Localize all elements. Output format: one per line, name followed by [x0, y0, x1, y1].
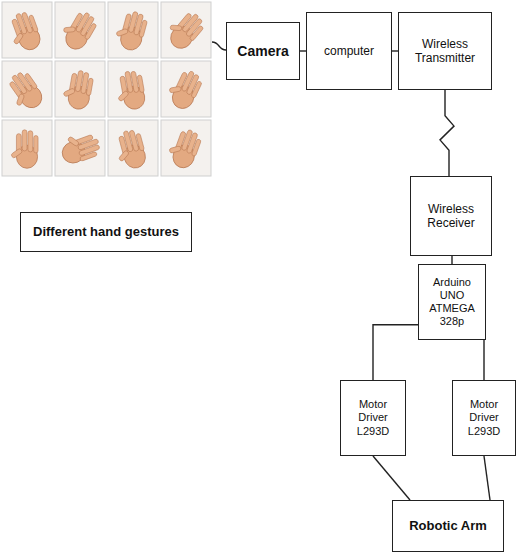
node-label: Motor Driver L293D — [457, 398, 511, 438]
receiver-box: Wireless Receiver — [410, 176, 492, 256]
text-holder: Different hand gestures — [33, 224, 179, 240]
connector — [484, 456, 490, 500]
connector — [373, 325, 418, 380]
caption-box: Different hand gestures — [20, 212, 192, 252]
node-label: Wireless Transmitter — [403, 37, 487, 66]
connector — [451, 256, 452, 264]
node-label: computer — [324, 44, 374, 58]
text-holder: Arduino UNO ATMEGA 328p — [423, 276, 481, 329]
transmitter-box: Wireless Transmitter — [398, 12, 492, 90]
node-label: Camera — [237, 43, 288, 60]
node-label: Motor Driver L293D — [345, 398, 401, 438]
text-holder: Motor Driver L293D — [457, 398, 511, 438]
arduino-box: Arduino UNO ATMEGA 328p — [418, 264, 486, 340]
text-holder: computer — [324, 44, 374, 58]
camera-box: Camera — [226, 22, 300, 80]
text-holder: Camera — [237, 43, 288, 60]
motor-driver-box: Motor Driver L293D — [340, 380, 406, 456]
gesture-tiles — [2, 2, 211, 176]
motor-driver-box: Motor Driver L293D — [452, 380, 516, 456]
text-holder: Wireless Transmitter — [403, 37, 487, 66]
connector — [373, 456, 410, 500]
node-label: Robotic Arm — [409, 518, 487, 534]
node-label: Arduino UNO ATMEGA 328p — [423, 276, 481, 329]
computer-box: computer — [306, 12, 392, 90]
robotic-arm-box: Robotic Arm — [392, 500, 504, 552]
connector — [440, 90, 454, 176]
node-label: Wireless Receiver — [415, 202, 487, 231]
camera-cable — [212, 42, 226, 50]
text-holder: Robotic Arm — [409, 518, 487, 534]
node-label: Different hand gestures — [33, 224, 179, 240]
text-holder: Wireless Receiver — [415, 202, 487, 231]
text-holder: Motor Driver L293D — [345, 398, 401, 438]
